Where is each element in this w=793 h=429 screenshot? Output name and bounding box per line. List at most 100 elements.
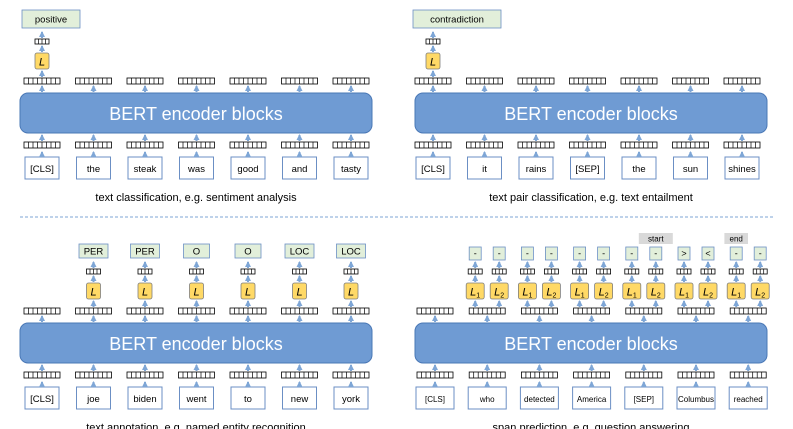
vector-icon bbox=[126, 371, 164, 379]
vector-icon bbox=[569, 141, 606, 149]
token-box-frame bbox=[24, 386, 60, 410]
token-box: [CLS] bbox=[415, 386, 455, 410]
output-label: LOC bbox=[336, 243, 366, 259]
token-box-frame bbox=[415, 156, 451, 180]
classifier-head-symbol: L2 bbox=[755, 287, 765, 300]
output-label-box bbox=[412, 9, 502, 29]
classifier-head-box bbox=[674, 282, 694, 300]
token-box: detected bbox=[519, 386, 559, 410]
classifier-head-box bbox=[343, 282, 359, 300]
token-box-frame bbox=[673, 156, 708, 180]
vector-icon bbox=[281, 307, 318, 315]
token-box-frame bbox=[728, 386, 768, 410]
output-label-text: PER bbox=[135, 246, 155, 257]
token-box: it bbox=[467, 156, 502, 180]
token-box-frame bbox=[518, 156, 554, 180]
output-label-box bbox=[649, 246, 663, 261]
output-label: positive bbox=[21, 9, 81, 29]
token-box: [SEP] bbox=[624, 386, 664, 410]
token-text: and bbox=[292, 164, 308, 175]
classifier-head-box bbox=[86, 282, 101, 300]
output-label: PER bbox=[78, 243, 109, 259]
classifier-head-subscript: 2 bbox=[761, 293, 765, 300]
output-label-box bbox=[21, 9, 81, 29]
vector-icon bbox=[75, 307, 112, 315]
output-label-box bbox=[183, 243, 210, 259]
span-label-text: end bbox=[730, 235, 743, 244]
token-box-frame bbox=[282, 156, 317, 180]
token-text: steak bbox=[134, 164, 157, 175]
classifier-head-box bbox=[189, 282, 204, 300]
bert-encoder-label: BERT encoder blocks bbox=[109, 104, 282, 124]
classifier-head-subscript: 1 bbox=[737, 293, 741, 300]
token-box: America bbox=[572, 386, 612, 410]
vector-icon bbox=[281, 141, 318, 149]
vector-icon bbox=[23, 371, 61, 379]
classifier-head-subscript: 2 bbox=[605, 293, 609, 300]
vector-icon bbox=[521, 371, 558, 379]
vector-icon bbox=[23, 77, 61, 85]
classifier-head-icon: L1 bbox=[674, 282, 694, 300]
token-box: went bbox=[179, 386, 214, 410]
panel-caption: text classification, e.g. sentiment anal… bbox=[95, 192, 297, 204]
token-box: the bbox=[621, 156, 657, 180]
classifier-head-icon: L2 bbox=[489, 282, 509, 300]
output-label: PER bbox=[130, 243, 160, 259]
vector-icon bbox=[178, 307, 215, 315]
classifier-head-box bbox=[465, 282, 485, 300]
vector-icon bbox=[620, 77, 658, 85]
output-label-text: < bbox=[705, 249, 710, 259]
token-text: york bbox=[342, 394, 360, 405]
vector-icon bbox=[466, 77, 503, 85]
token-box: and bbox=[282, 156, 317, 180]
vector-icon bbox=[178, 141, 215, 149]
vector-icon bbox=[178, 371, 215, 379]
classifier-head-symbol: L2 bbox=[494, 287, 504, 300]
vector-icon bbox=[677, 371, 715, 379]
small-vector-icon bbox=[700, 268, 716, 275]
output-label-text: - bbox=[474, 249, 477, 259]
classifier-head-box bbox=[750, 282, 770, 300]
output-label: LOC bbox=[284, 243, 315, 259]
token-box: biden bbox=[127, 386, 163, 410]
classifier-head-icon: L bbox=[189, 282, 204, 300]
token-box-frame bbox=[76, 156, 111, 180]
small-vector-icon bbox=[596, 268, 611, 275]
token-box: [SEP] bbox=[570, 156, 605, 180]
classifier-head-symbol: L2 bbox=[703, 287, 713, 300]
classifier-head-box bbox=[542, 282, 561, 300]
classifier-head-icon: L2 bbox=[646, 282, 666, 300]
span-label-box bbox=[724, 233, 748, 244]
token-box-frame bbox=[572, 386, 612, 410]
output-label-box bbox=[234, 243, 262, 259]
output-label: - bbox=[468, 246, 482, 261]
vector-icon bbox=[468, 371, 506, 379]
token-box: shines bbox=[724, 156, 760, 180]
output-label-box bbox=[753, 246, 767, 261]
output-label-box bbox=[284, 243, 315, 259]
token-text: detected bbox=[524, 395, 555, 404]
classifier-head-box bbox=[594, 282, 613, 300]
output-label: < bbox=[701, 246, 715, 261]
token-box-frame bbox=[127, 386, 163, 410]
token-box-frame bbox=[676, 386, 716, 410]
small-vector-icon bbox=[752, 268, 768, 275]
output-label: contradiction bbox=[412, 9, 502, 29]
vector-icon bbox=[723, 77, 761, 85]
bert-encoder-block bbox=[19, 92, 373, 134]
classifier-head-symbol: L2 bbox=[599, 287, 609, 300]
output-label: - bbox=[545, 246, 558, 261]
output-label: - bbox=[597, 246, 610, 261]
vector-icon bbox=[414, 141, 452, 149]
vector-icon bbox=[521, 307, 558, 315]
vector-icon bbox=[332, 307, 370, 315]
classifier-head-symbol: L1 bbox=[575, 287, 585, 300]
small-vector-icon bbox=[86, 268, 101, 275]
token-text: rains bbox=[526, 164, 547, 175]
token-box: good bbox=[230, 156, 266, 180]
output-label: O bbox=[183, 243, 210, 259]
